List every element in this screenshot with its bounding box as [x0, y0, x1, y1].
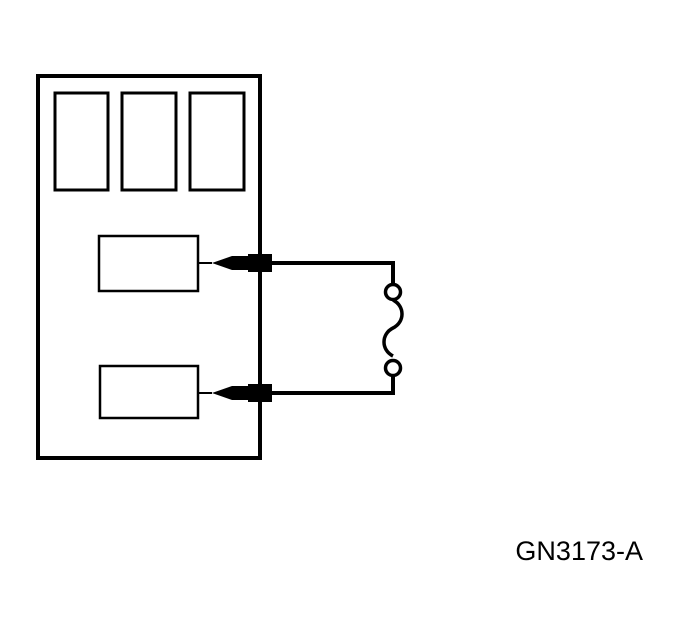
test-lead-lower	[272, 376, 395, 395]
test-lead-upper	[272, 261, 395, 284]
display-window-2	[120, 91, 178, 192]
test-lead-plug-lower	[198, 384, 272, 402]
fuse-terminal-top	[383, 282, 403, 302]
test-jack-lower	[98, 364, 200, 420]
display-window-3	[188, 91, 246, 192]
fuse-terminal-bottom	[383, 358, 403, 378]
figure-reference-code: GN3173-A	[515, 536, 643, 566]
test-leads	[272, 261, 395, 395]
display-windows	[53, 91, 246, 192]
fuse-symbol	[382, 282, 404, 378]
test-lead-plug-upper	[198, 254, 272, 272]
fuse-element	[382, 298, 404, 358]
display-window-1	[53, 91, 110, 192]
test-jack-upper	[97, 234, 200, 293]
